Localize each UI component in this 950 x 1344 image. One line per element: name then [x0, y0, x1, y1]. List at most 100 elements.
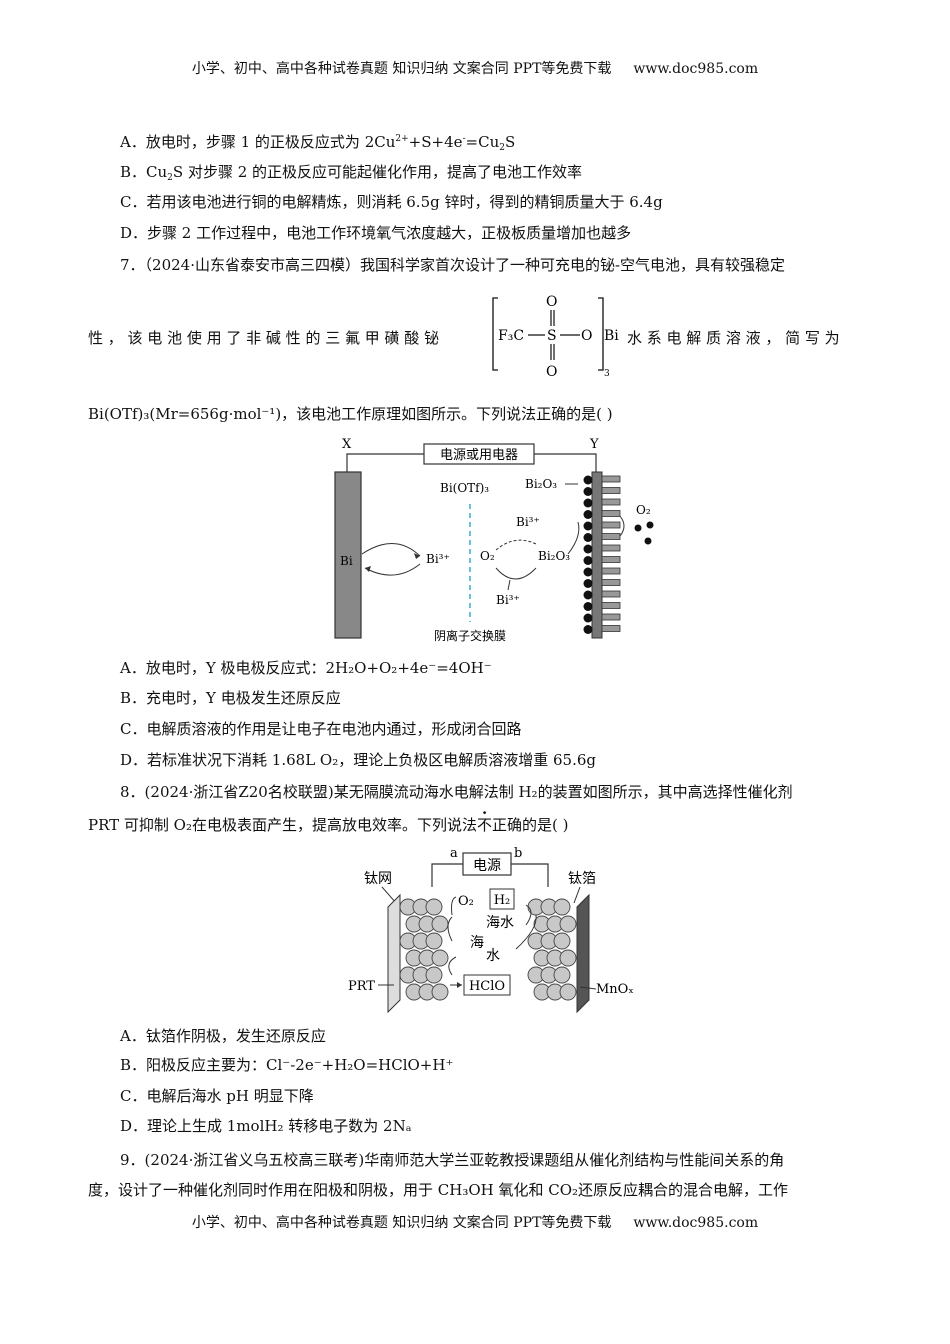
- prt-label: PRT: [348, 979, 375, 994]
- footer-text: 小学、初中、高中各种试卷真题 知识归纳 文案合同 PPT等免费下载: [191, 1215, 612, 1231]
- q7-option-d: D．若标准状况下消耗 1.68L O₂，理论上负极区电解质溶液增重 65.6g: [120, 751, 597, 769]
- y-electrode: [591, 471, 603, 639]
- electrode-fin: [601, 498, 621, 506]
- bi2o3-particle: [583, 613, 593, 623]
- electrode-fin: [601, 602, 621, 609]
- arrow-curve: [525, 904, 532, 926]
- o2-molecule: [646, 521, 654, 529]
- bi2o3-particle: [583, 498, 593, 508]
- bi2o3-particle: [583, 544, 593, 554]
- q7-stem-line2-left: 性 ， 该 电 池 使 用 了 非 碱 性 的 三 氟 甲 磺 酸 铋: [88, 329, 440, 347]
- q7-stem-line3: Bi(OTf)₃(Mr=656g·mol⁻¹)，该电池工作原理如图所示。下列说法…: [88, 405, 613, 423]
- ti-mesh-electrode: [387, 893, 401, 1014]
- hclo-box: [463, 974, 511, 996]
- header-text: 小学、初中、高中各种试卷真题 知识归纳 文案合同 PPT等免费下载: [191, 61, 612, 77]
- membrane-label: 阴离子交换膜: [434, 628, 506, 643]
- electrode-y-label: Y: [589, 437, 599, 452]
- power-source-label: 电源: [473, 858, 501, 874]
- formula-sub3: 3: [604, 369, 610, 379]
- y-electrode-backplate: [591, 471, 603, 639]
- hclo-label: HClO: [469, 979, 505, 994]
- formula-bi: Bi: [604, 328, 619, 344]
- bi2o3-mid-label: Bi₂O₃: [538, 549, 570, 563]
- bi2o3-particle: [583, 510, 593, 519]
- arrowhead: [365, 566, 371, 572]
- bi2o3-particle: [583, 533, 593, 542]
- electrolyte-label: Bi(OTf)₃: [440, 481, 489, 495]
- mnox-label: MnOₓ: [596, 982, 634, 997]
- electrode-fin: [601, 590, 621, 598]
- q9-stem-line2: 度，设计了一种催化剂同时作用在阳极和阴极，用于 CH₃OH 氧化和 CO₂还原反…: [88, 1181, 789, 1199]
- electrode-fin: [601, 521, 621, 529]
- catalyst-particle: [553, 898, 571, 916]
- bi-label: Bi: [340, 554, 353, 568]
- electrode-fin: [601, 613, 621, 621]
- q7-option-c: C．电解质溶液的作用是让电子在电池内通过，形成闭合回路: [120, 720, 522, 738]
- bismuth-air-battery-diagram: X Y 电源或用电器 Bi Bi³⁺ Bi(OTf)₃ 阴离子交换膜 Bi₂O₃…: [334, 437, 654, 643]
- catalyst-particle: [553, 932, 571, 950]
- arrow-curve: [448, 956, 457, 976]
- arrowhead: [457, 982, 462, 988]
- q7-option-a: A．放电时，Y 极电极反应式：2H₂O+O₂+4e⁻=4OH⁻: [120, 659, 492, 677]
- o2-label: O₂: [458, 894, 474, 909]
- superscript: 2+: [395, 134, 409, 144]
- bi2o3-particle: [583, 625, 593, 634]
- q7-option-b: B．充电时，Y 电极发生还原反应: [120, 689, 341, 707]
- stem-text: PRT 可抑制 O₂在电极表面产生，提高放电效率。下列说法: [88, 816, 477, 834]
- mnox-catalyst-particles: [527, 898, 577, 1001]
- arrow-curve: [447, 916, 453, 942]
- electrode-fin: [601, 567, 621, 575]
- page-header: 小学、初中、高中各种试卷真题 知识归纳 文案合同 PPT等免费下载 www.doc…: [0, 58, 950, 78]
- o2-right-label: O₂: [636, 503, 651, 517]
- option-text: =Cu: [465, 133, 500, 151]
- h2-label: H₂: [494, 893, 511, 908]
- o2-mid-label: O₂: [480, 549, 495, 563]
- catalyst-particle: [425, 932, 443, 950]
- electrode-fin: [601, 544, 621, 552]
- option-text: +S+4e: [408, 133, 463, 151]
- o2-molecule: [634, 524, 642, 532]
- leader-line: [579, 986, 597, 990]
- formula-s: S: [547, 328, 557, 344]
- bi-electrode: [334, 471, 362, 639]
- right-bracket: [598, 297, 604, 371]
- option-text: S 对步骤 2 的正极反应可能起催化作用，提高了电池工作效率: [172, 163, 583, 181]
- formula-o-top: O: [546, 294, 557, 310]
- ti-foil-electrode: [576, 893, 590, 1014]
- catalyst-particle: [559, 983, 577, 1001]
- option-text: Cu: [146, 163, 168, 181]
- h2-box: [489, 888, 515, 910]
- left-bracket: [492, 297, 498, 371]
- seawater-electrolysis-diagram: a b 电源 钛网 钛箔 O₂ H₂ 海水 海 水 HClO PRT MnOₓ: [348, 846, 634, 1014]
- prt-catalyst-particles: [399, 898, 449, 1001]
- subscript: 2: [499, 143, 505, 153]
- header-site: www.doc985.com: [633, 61, 759, 77]
- option-text: 步骤 2 工作过程中，电池工作环境氧气浓度越大，正极板质量增加也越多: [147, 224, 632, 242]
- terminal-b-label: b: [514, 846, 522, 861]
- q8-stem-line1: 8．(2024·浙江省Z20名校联盟)某无隔膜流动海水电解法制 H₂的装置如图所…: [120, 783, 793, 801]
- arrow-reduction: [364, 563, 421, 576]
- bi2o3-particle: [583, 567, 593, 577]
- catalyst-particle: [431, 949, 449, 967]
- q6-option-c: C．若用该电池进行铜的电解精炼，则消耗 6.5g 锌时，得到的精铜质量大于 6.…: [120, 192, 663, 212]
- ti-mesh-label: 钛网: [364, 871, 392, 887]
- arrow-curve: [515, 914, 537, 950]
- bi2o3-particle: [583, 590, 593, 600]
- seawater-label-2a: 海: [470, 935, 484, 951]
- formula-f3c: F₃C: [498, 328, 524, 344]
- bi2o3-particle: [583, 556, 593, 565]
- q8-option-d: D．理论上生成 1molH₂ 转移电子数为 2Nₐ: [120, 1117, 412, 1135]
- q6-option-a: A．放电时，步骤 1 的正极反应式为 2Cu2++S+4e-=Cu2S: [120, 132, 516, 153]
- electrode-fin: [601, 579, 621, 586]
- arrow-curve: [451, 896, 457, 916]
- emphasized-text: 不正: [477, 816, 507, 834]
- option-text: S: [505, 133, 516, 151]
- stem-text: 确的是( ): [507, 816, 569, 834]
- electrode-x-label: X: [342, 437, 352, 452]
- bi3-mid-label: Bi³⁺: [516, 515, 540, 529]
- q8-stem-line2: PRT 可抑制 O₂在电极表面产生，提高放电效率。下列说法不正确的是( ): [88, 815, 568, 835]
- option-label: A．: [120, 133, 146, 151]
- bi2o3-particle: [583, 602, 593, 611]
- wire-right: [534, 453, 597, 472]
- power-source-box: [423, 443, 535, 465]
